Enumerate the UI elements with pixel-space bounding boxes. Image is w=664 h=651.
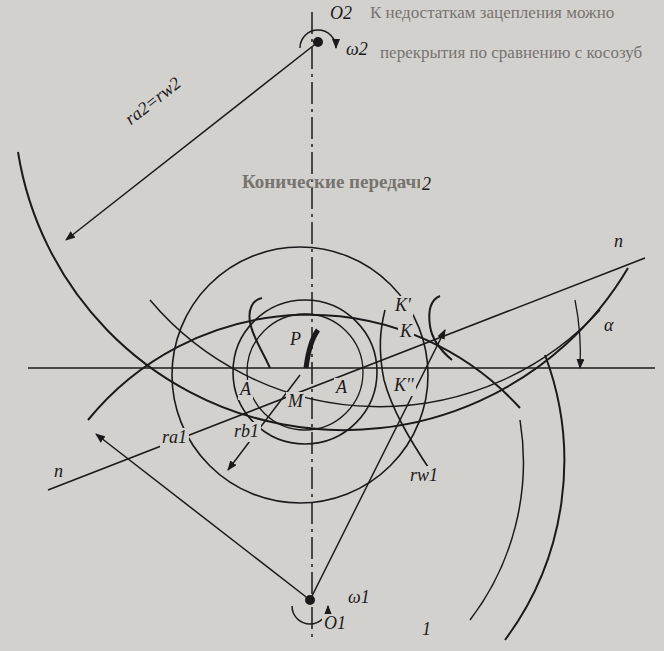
line-label: n xyxy=(612,232,625,252)
point-label: K'' xyxy=(392,376,416,396)
circle xyxy=(233,300,377,444)
tooth-profile xyxy=(306,330,318,368)
point-label: A xyxy=(334,378,349,398)
gear1-arc xyxy=(470,420,523,620)
point-label: K' xyxy=(393,296,413,316)
dimension-label: ra2=rw2 xyxy=(120,72,187,130)
gear-number: 1 xyxy=(420,620,433,640)
line-label: n xyxy=(52,462,65,482)
center-label: O1 xyxy=(322,614,348,634)
tangent-line xyxy=(28,367,655,369)
page-text: К недостаткам зацепления можно xyxy=(368,4,616,23)
tooth-profile xyxy=(429,296,452,360)
point-label: P xyxy=(288,330,303,350)
point-label: K xyxy=(398,322,414,342)
page-text: перекрытия по сравнению с косозуб xyxy=(378,44,644,63)
radius-line xyxy=(96,434,310,600)
page-heading: Конические передачи xyxy=(240,172,429,193)
circle xyxy=(247,314,363,430)
rotation-arrow xyxy=(300,30,336,48)
center-line xyxy=(311,12,313,640)
circle xyxy=(172,247,428,503)
center-point xyxy=(314,38,322,46)
tooth-profile xyxy=(250,298,271,368)
gear2-circle xyxy=(18,152,628,430)
speed-label: ω1 xyxy=(346,588,372,608)
point-label: M xyxy=(286,392,305,412)
angle-arc xyxy=(575,300,580,368)
line-of-action xyxy=(48,258,645,490)
radius-line xyxy=(228,375,300,470)
dimension-label: rw1 xyxy=(408,466,440,486)
radius-line xyxy=(66,42,318,240)
center-label: O2 xyxy=(328,4,354,24)
gear-number: 2 xyxy=(420,175,433,195)
point-label: A xyxy=(238,380,253,400)
angle-label: α xyxy=(602,316,615,336)
gear1-outer-arc xyxy=(505,355,564,640)
dimension-label: rb1 xyxy=(232,422,261,442)
speed-label: ω2 xyxy=(344,40,370,60)
gear1-circle xyxy=(88,315,520,420)
radius-line xyxy=(310,330,445,600)
center-point xyxy=(306,596,314,604)
dimension-label: ra1 xyxy=(160,428,189,448)
